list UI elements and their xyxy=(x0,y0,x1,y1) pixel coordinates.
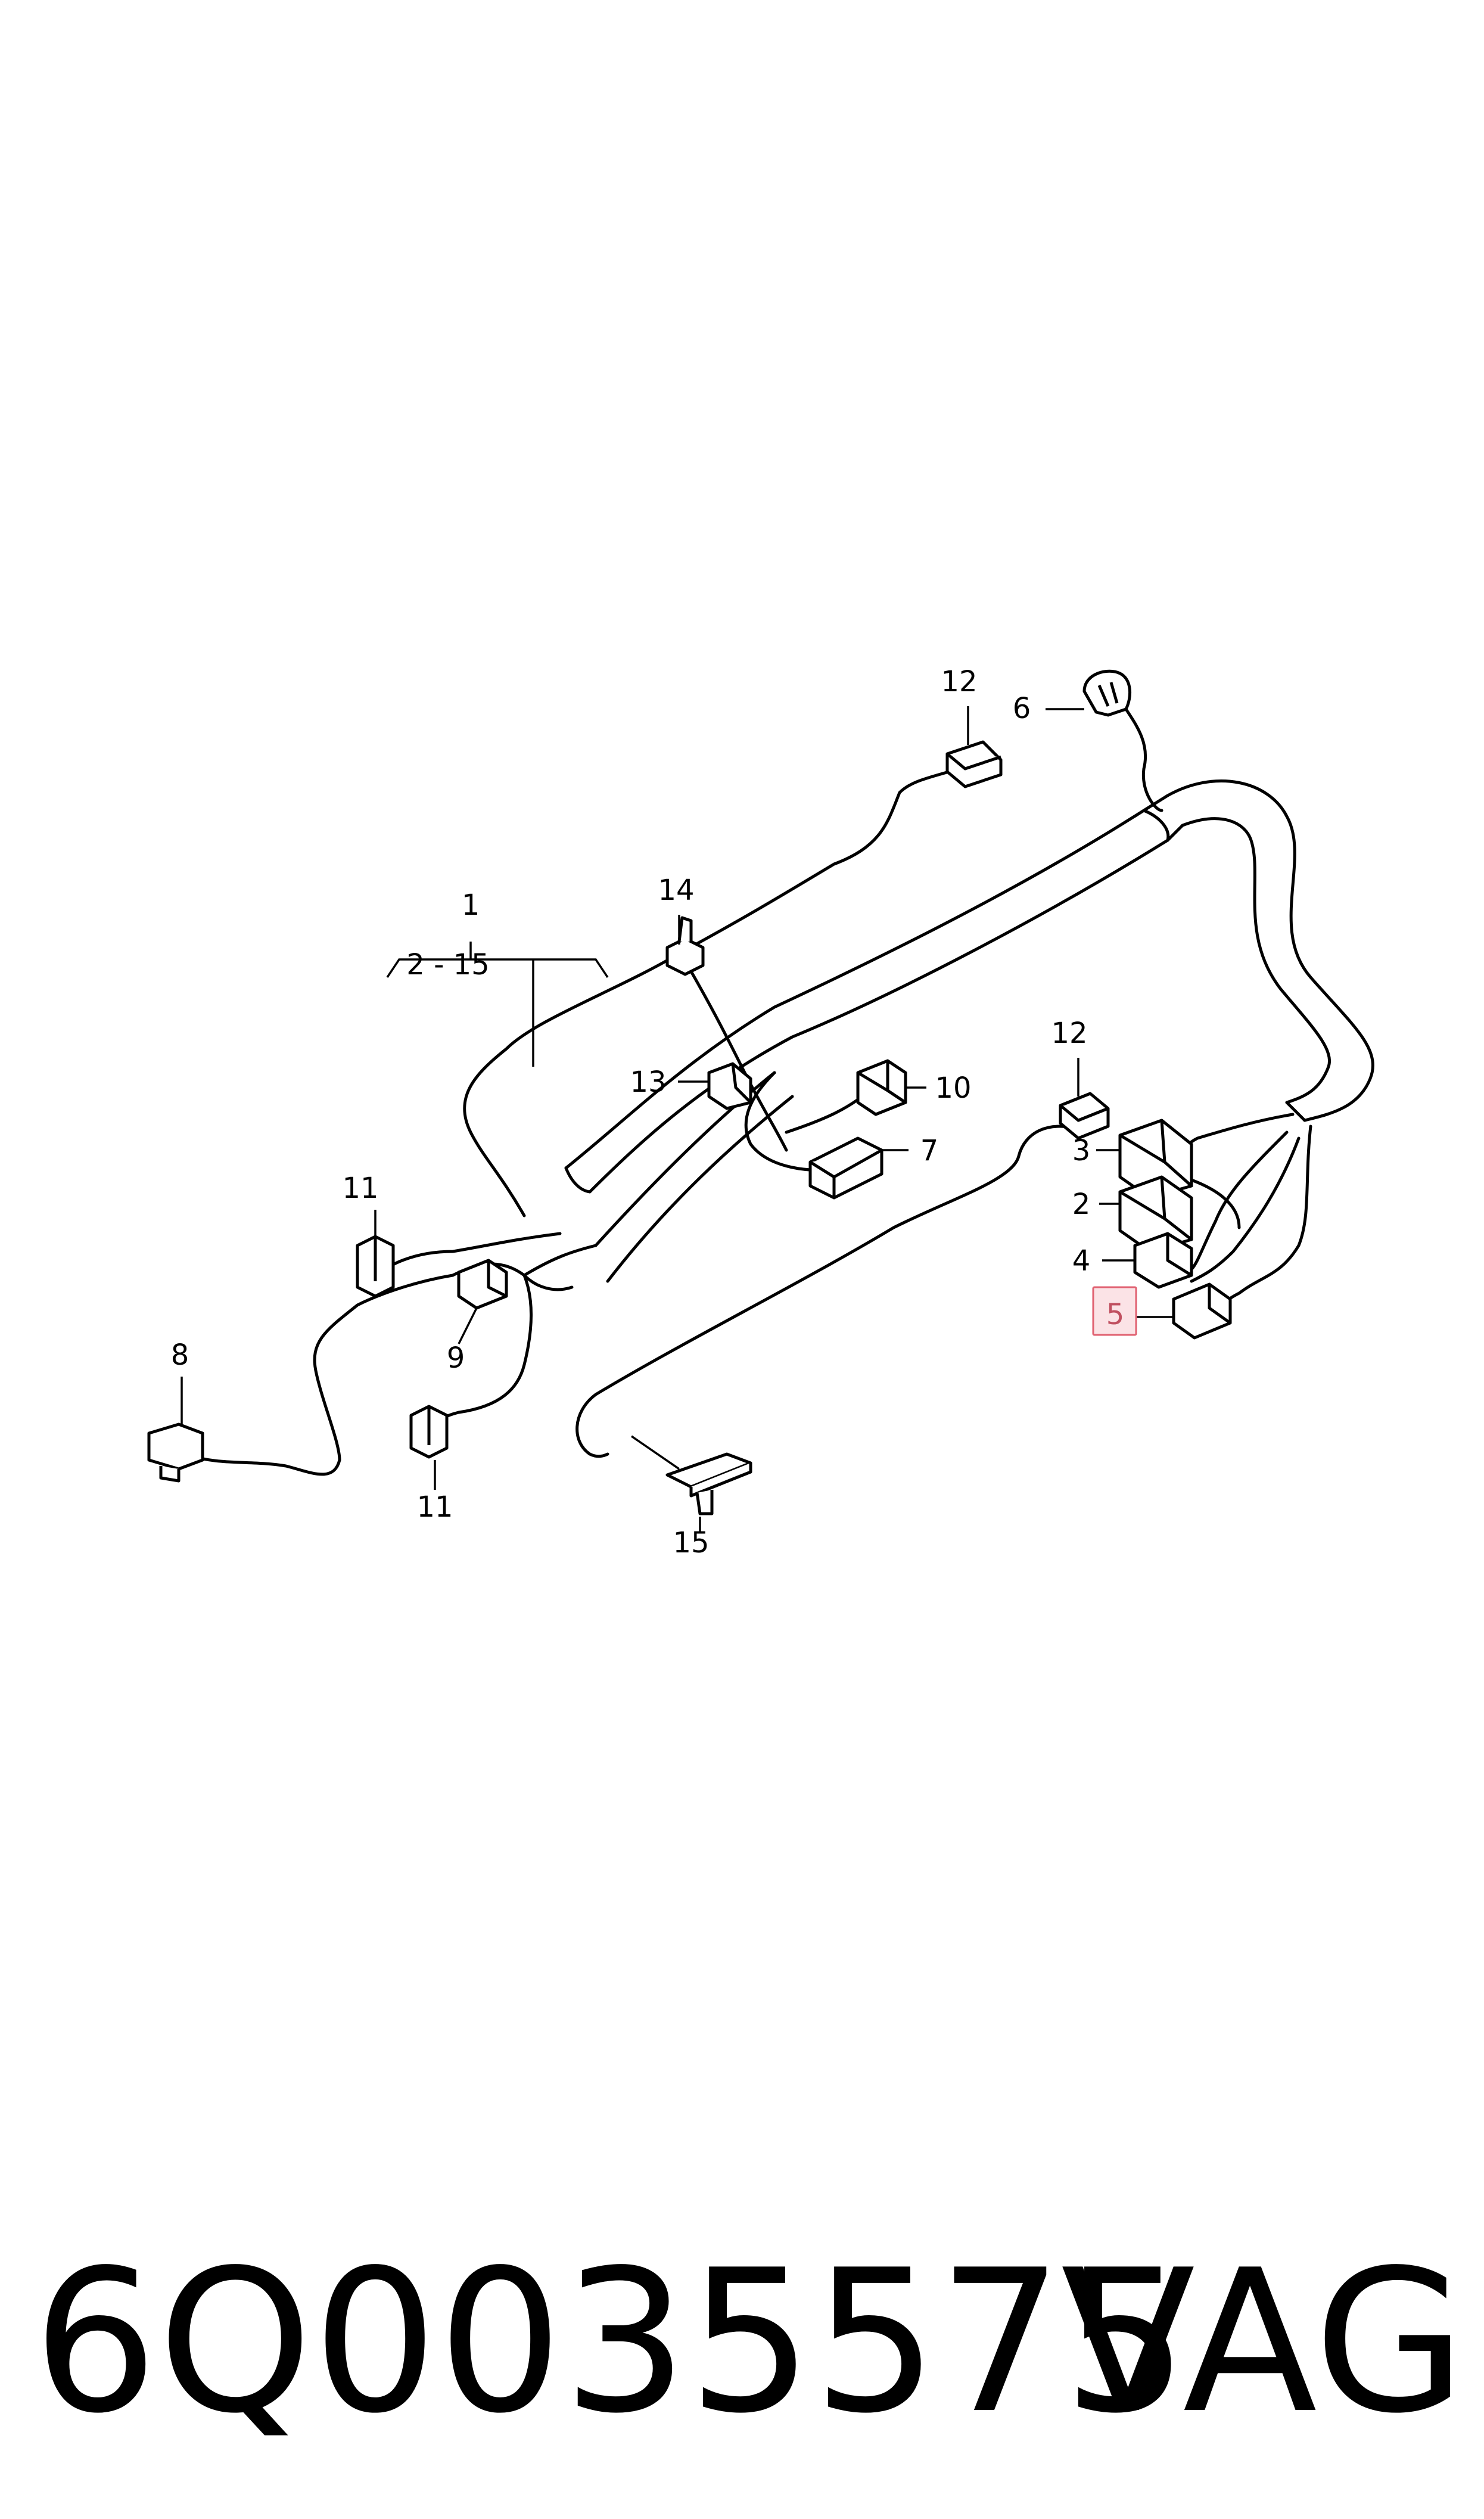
callout-11-bottom: 11 xyxy=(416,1490,453,1524)
callout-12-right: 12 xyxy=(1051,1017,1087,1050)
callout-15: 15 xyxy=(673,1526,709,1560)
trunk-band xyxy=(1142,794,1184,842)
leader-lines xyxy=(181,706,1174,1532)
wire-to-4 xyxy=(1190,1136,1301,1283)
part-number: 6Q0035575 xyxy=(33,2228,1189,2456)
callout-12-top: 12 xyxy=(941,665,977,698)
connector-7 xyxy=(808,1136,883,1200)
connector-3 xyxy=(1118,1119,1193,1200)
callout-6: 6 xyxy=(1013,692,1031,725)
connector-12-right xyxy=(1059,1092,1110,1140)
trunk-cap-right xyxy=(1142,809,1170,842)
thick-loop-outer xyxy=(1166,779,1374,1122)
callout-14: 14 xyxy=(658,874,694,907)
callout-8: 8 xyxy=(171,1338,189,1372)
connector-12-top xyxy=(945,740,1003,788)
trunk-lower-edge xyxy=(588,838,1169,1194)
wire-12b-to-15 xyxy=(575,1125,1080,1458)
clip-15 xyxy=(665,1452,752,1515)
callout-11-top: 11 xyxy=(342,1172,378,1205)
callout-13: 13 xyxy=(630,1066,666,1099)
connector-5 xyxy=(1172,1282,1232,1340)
connector-2 xyxy=(1118,1175,1193,1253)
callout-4: 4 xyxy=(1072,1244,1091,1278)
callout-1: 1 xyxy=(462,889,480,922)
connector-8 xyxy=(147,1422,204,1483)
wire-top-12-to-left xyxy=(463,767,961,1217)
main-harness-trunk xyxy=(564,779,1374,1283)
trunk-cap-left xyxy=(564,1166,592,1194)
connectors xyxy=(147,669,1232,1515)
callout-3: 3 xyxy=(1072,1134,1091,1167)
wire-to-5 xyxy=(1214,1125,1312,1313)
wire-6-drop xyxy=(1124,707,1163,812)
callout-2: 2 xyxy=(1072,1188,1091,1221)
wire-sleeve-to-hub xyxy=(522,1244,598,1277)
connector-4 xyxy=(1133,1232,1193,1289)
wire-14-to-13 xyxy=(689,970,788,1152)
wire-to-2 xyxy=(1190,1130,1289,1271)
trunk-upper-edge xyxy=(564,809,1146,1170)
wire-to-3 xyxy=(1177,1113,1295,1229)
connector-11-bottom xyxy=(409,1405,449,1459)
connector-11-top xyxy=(356,1235,395,1298)
callout-1-range: 2 - 15 xyxy=(406,948,489,981)
connector-13 xyxy=(707,1062,752,1110)
clip-14 xyxy=(665,916,705,976)
callout-5: 5 xyxy=(1106,1298,1125,1331)
thick-loop-inner xyxy=(1181,817,1331,1104)
wire-to-8 xyxy=(183,1274,455,1476)
highlight-box-5 xyxy=(1092,1286,1137,1336)
thick-loop-end xyxy=(1285,1101,1306,1122)
callout-10: 10 xyxy=(935,1071,971,1105)
lower-sleeve-lower xyxy=(606,1095,794,1283)
brand-name: VAG xyxy=(1060,2228,1466,2456)
callout-labels: 1 2 - 15 12 6 14 13 10 7 12 3 2 4 5 11 8… xyxy=(171,665,1125,1560)
callout-7: 7 xyxy=(920,1134,939,1167)
callout-9: 9 xyxy=(447,1341,465,1375)
connector-10 xyxy=(856,1059,907,1116)
connector-9 xyxy=(457,1259,508,1310)
clip-6 xyxy=(1082,669,1132,717)
